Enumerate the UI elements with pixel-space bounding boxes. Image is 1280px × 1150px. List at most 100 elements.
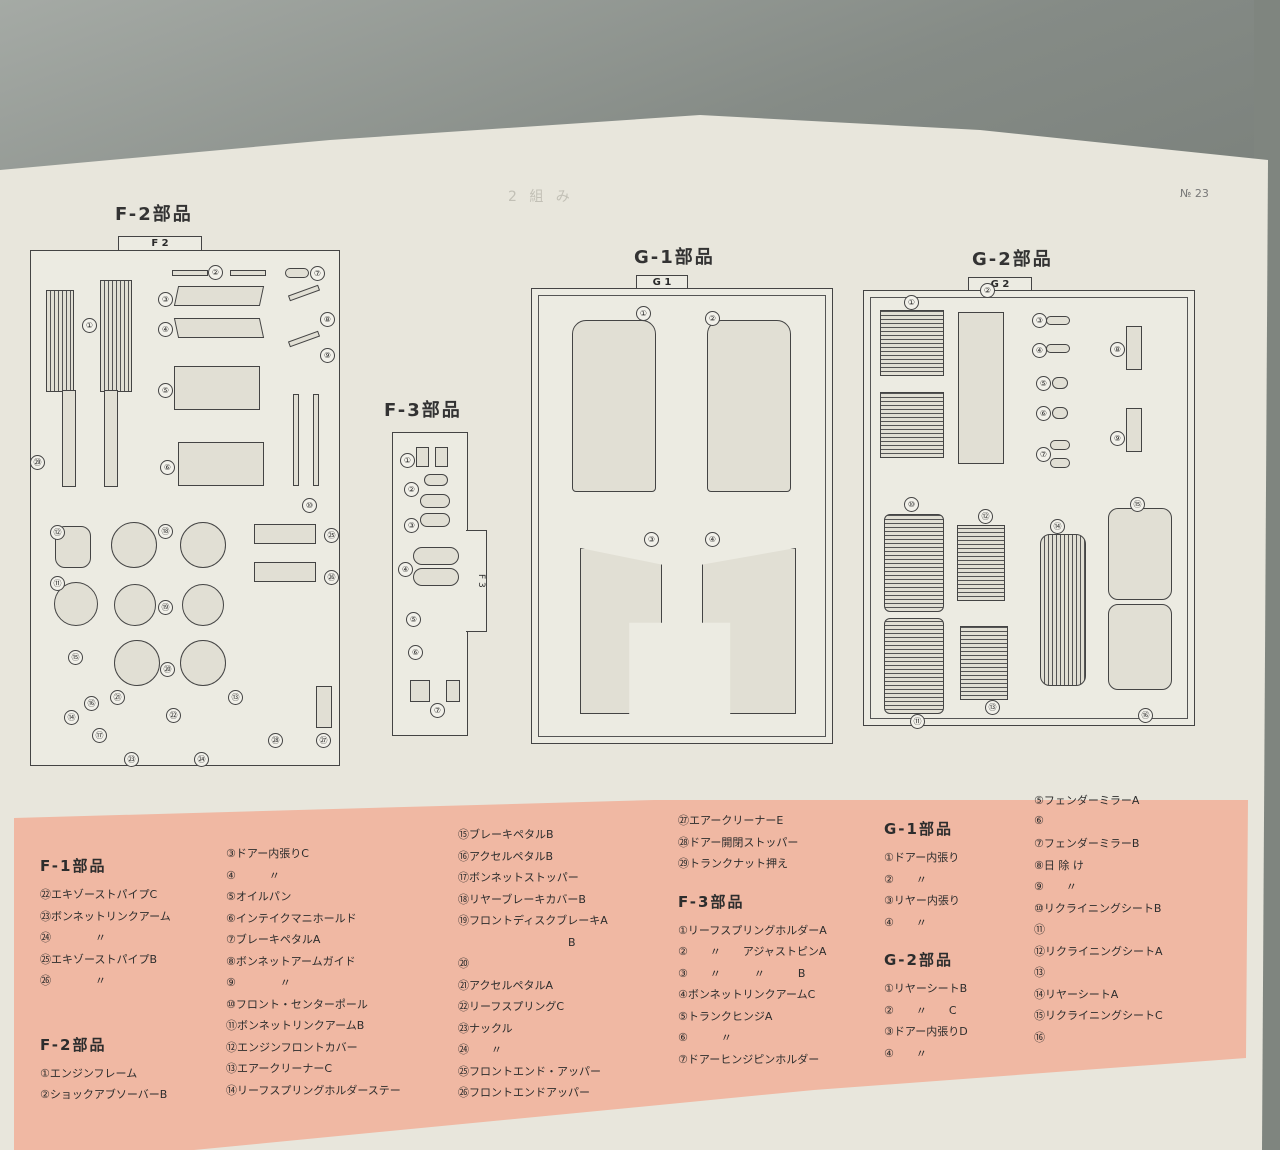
- f3-part-2: [424, 474, 448, 486]
- parts-list-item: ⑯: [1034, 1030, 1045, 1044]
- parts-list-item: ㉓ナックル: [458, 1021, 513, 1035]
- parts-list-item: ② 〃: [884, 872, 927, 886]
- parts-list-item: ⑭リヤーシートA: [1034, 987, 1119, 1001]
- parts-list-item: ㉓ボンネットリンクアーム: [40, 909, 171, 923]
- part-number-f2-10: ⑩: [302, 498, 317, 513]
- g2-part-12: [957, 525, 1005, 601]
- parts-list-item: ③ 〃 〃 B: [678, 966, 806, 980]
- parts-list-item: ⑬エアークリーナーC: [226, 1062, 333, 1075]
- parts-list-item: ⑧日 除 け: [1034, 858, 1084, 872]
- part-number-g1-2: ②: [705, 311, 720, 326]
- parts-list-item: ⑥ 〃: [678, 1031, 732, 1044]
- g1-heading: G-1部品: [884, 820, 953, 838]
- parts-list-item: ⑭リーフスプリングホルダーステー: [226, 1083, 401, 1097]
- f2-part-6: [178, 442, 264, 486]
- f3-title: F-3部品: [384, 400, 462, 421]
- part-number-g2-10: ⑩: [904, 497, 919, 512]
- f2-part-1a: [46, 290, 74, 392]
- parts-list-item: ㉗エアークリーナーE: [678, 814, 784, 827]
- parts-list-item: ③リヤー内張り: [884, 894, 960, 907]
- f3-part-7b: [446, 680, 460, 702]
- parts-list-item: ㉕フロントエンド・アッパー: [458, 1064, 601, 1078]
- f3-part-7a: [410, 680, 430, 702]
- part-number-f2-14: ⑭: [64, 710, 79, 725]
- g2-tab: G 2: [968, 277, 1032, 291]
- parts-list-item: ⑤オイルパン: [226, 890, 292, 903]
- f2-part-1a-shaft: [62, 390, 76, 487]
- g2-part-11: [884, 618, 944, 714]
- parts-list-item: ④ボンネットリンクアームC: [678, 988, 816, 1001]
- part-number-f2-12: ⑫: [50, 525, 65, 540]
- page-number: № 23: [1180, 187, 1209, 200]
- parts-list-item: ㉘ドアー開閉ストッパー: [678, 835, 799, 849]
- parts-list-item: ㉒エキゾーストパイプC: [40, 888, 158, 901]
- part-number-g2-1: ①: [904, 295, 919, 310]
- parts-list-item: ㉔ 〃: [40, 931, 106, 944]
- part-number-g2-8: ⑧: [1110, 342, 1125, 357]
- g2-part-15a: [1108, 508, 1172, 600]
- part-number-f2-4: ④: [158, 322, 173, 337]
- part-number-g2-13: ⑬: [985, 700, 1000, 715]
- g2-part-14: [1040, 534, 1086, 686]
- part-number-g2-11: ⑪: [910, 714, 925, 729]
- part-number-g2-7: ⑦: [1036, 447, 1051, 462]
- parts-list-item: ㉒リーフスプリングC: [458, 1000, 565, 1013]
- g2-part-9: [1126, 408, 1142, 452]
- f2-part-25: [254, 524, 316, 544]
- g1-part-2: [707, 320, 791, 492]
- parts-list-item: ⑩リクライニングシートB: [1034, 901, 1162, 915]
- f2-part-2b: [230, 270, 266, 276]
- f2-part-1b: [100, 280, 132, 392]
- part-number-f2-13: ⑬: [228, 690, 243, 705]
- f3-part-3b: [420, 513, 450, 527]
- part-number-f2-11: ⑪: [50, 576, 65, 591]
- f1-heading: F-1部品: [40, 857, 107, 875]
- f3-part-4b: [413, 568, 459, 586]
- part-number-g1-3: ③: [644, 532, 659, 547]
- f2-part-20b: [180, 640, 226, 686]
- parts-list-item: B: [458, 935, 576, 949]
- part-number-f3-4: ④: [398, 562, 413, 577]
- g2-part-15b: [1108, 604, 1172, 690]
- part-number-f2-24: ㉔: [194, 752, 209, 767]
- part-number-f2-18: ⑱: [158, 524, 173, 539]
- parts-list-item: ⑲フロントディスクブレーキA: [458, 914, 608, 927]
- parts-list-item: ⑨ 〃: [1034, 880, 1077, 893]
- g2-part-7a: [1050, 440, 1070, 450]
- f3-tab: F 3: [466, 530, 487, 632]
- part-number-g2-12: ⑫: [978, 509, 993, 524]
- part-number-g1-1: ①: [636, 306, 651, 321]
- parts-list-item: ㉔ 〃: [458, 1043, 502, 1056]
- part-number-g2-6: ⑥: [1036, 406, 1051, 421]
- parts-list-item: ⑤トランクヒンジA: [678, 1009, 773, 1023]
- part-number-f2-25: ㉕: [324, 528, 339, 543]
- part-number-f2-23: ㉓: [124, 752, 139, 767]
- parts-list-item: ⑥インテイクマニホールド: [226, 911, 357, 925]
- part-number-g2-16: ⑯: [1138, 708, 1153, 723]
- f2-heading: F-2部品: [40, 1035, 107, 1054]
- parts-list-item: ⑬: [1034, 966, 1045, 979]
- part-number-f2-2: ②: [208, 265, 223, 280]
- part-number-f3-1: ①: [400, 453, 415, 468]
- part-number-f2-17: ⑰: [92, 728, 107, 743]
- part-number-f2-22: ㉒: [166, 708, 181, 723]
- part-number-g2-4: ④: [1032, 343, 1047, 358]
- part-number-g2-14: ⑭: [1050, 519, 1065, 534]
- g1-title: G-1部品: [634, 247, 715, 268]
- part-number-f2-7: ⑦: [310, 266, 325, 281]
- part-number-f2-3: ③: [158, 292, 173, 307]
- part-number-f3-5: ⑤: [406, 612, 421, 627]
- parts-list-item: ⑯アクセルペタルB: [458, 849, 553, 863]
- part-number-f2-26: ㉖: [324, 570, 339, 585]
- part-number-g2-5: ⑤: [1036, 376, 1051, 391]
- f2-part-4: [173, 318, 265, 338]
- parts-list-item: ①リヤーシートB: [884, 982, 968, 995]
- parts-list-item: ⑰ボンネットストッパー: [458, 871, 579, 884]
- f2-part-10a: [293, 394, 299, 486]
